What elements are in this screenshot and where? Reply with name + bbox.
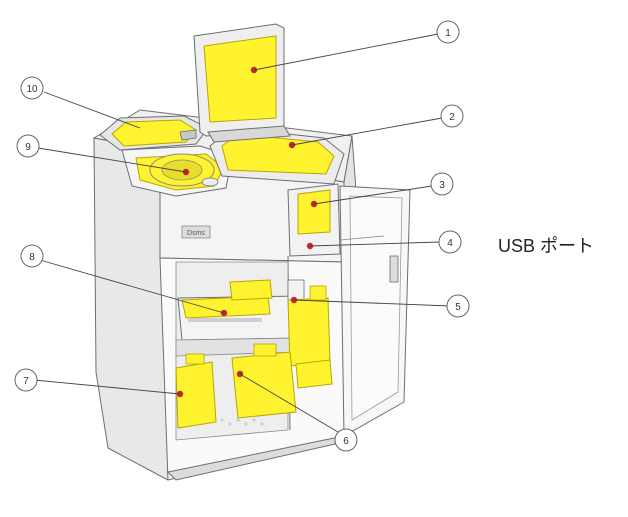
- callout-6: 6: [334, 428, 358, 452]
- leader-lines: [33, 33, 451, 433]
- svg-text:7: 7: [23, 376, 29, 387]
- svg-text:4: 4: [447, 238, 453, 249]
- callout-8: 8: [20, 244, 44, 268]
- callout-1: 1: [436, 20, 460, 44]
- callout-5: 5: [446, 294, 470, 318]
- part-3-highlight: [297, 189, 331, 235]
- monitor-part-1: [193, 23, 291, 143]
- svg-text:Dsms: Dsms: [187, 230, 205, 237]
- callout-10: 10: [20, 76, 44, 100]
- device-logo: Dsms: [181, 225, 211, 239]
- callout-3: 3: [430, 172, 454, 196]
- tray-part-9: [121, 145, 233, 197]
- svg-text:3: 3: [439, 180, 445, 191]
- container-part-7: [175, 353, 217, 429]
- svg-text:2: 2: [449, 112, 455, 123]
- usb-port-label: USB ポート: [498, 236, 595, 256]
- callout-4: 4: [438, 230, 462, 254]
- container-part-5: [287, 279, 331, 367]
- svg-text:5: 5: [455, 302, 461, 313]
- svg-text:10: 10: [26, 84, 38, 95]
- container-part-6: [231, 343, 333, 419]
- svg-text:6: 6: [343, 436, 349, 447]
- svg-text:1: 1: [445, 28, 451, 39]
- cabinet-door: [339, 185, 411, 437]
- callout-7: 7: [14, 368, 38, 392]
- floor-tray: [220, 418, 264, 426]
- svg-text:8: 8: [29, 252, 35, 263]
- svg-text:9: 9: [25, 142, 31, 153]
- callout-2: 2: [440, 104, 464, 128]
- callout-9: 9: [16, 134, 40, 158]
